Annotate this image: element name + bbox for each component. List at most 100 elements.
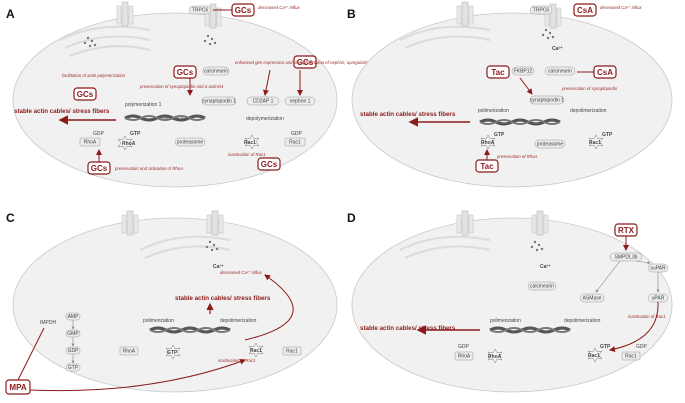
trpc6-node — [529, 5, 553, 15]
panel-a: A TRPC6 GCs decreased Ca²⁺ influx GCs ca… — [6, 1, 391, 188]
er-membrane — [69, 45, 151, 58]
gtp-label: GTP — [600, 344, 611, 350]
rac1-label: Rac1 — [625, 354, 637, 360]
proteasome-label: proteasome — [177, 140, 204, 146]
gtp-node — [65, 363, 81, 372]
drug-label: GCs — [261, 160, 278, 169]
fkbp12-label: FKBP12 — [514, 69, 533, 75]
annotation-rhoa: preservation of RhoA — [496, 154, 537, 159]
ca-label: Ca²⁺ — [540, 264, 551, 270]
drug-label: RTX — [618, 226, 635, 235]
ca-effect-annotation: decreased Ca²⁺ influx — [220, 270, 263, 275]
annotation-gene: enhanced gen expression and phosphorylat… — [235, 60, 391, 65]
cell-outline — [351, 217, 673, 393]
annotation-rac: inactivation of Rac1 — [218, 358, 256, 363]
gtp-label: GTP — [494, 132, 505, 138]
smpdl3b-label: SMPDL3b — [615, 255, 638, 261]
asmase-label: ASMase — [583, 296, 602, 302]
gdp-label: GDP — [636, 344, 648, 350]
gdp-label: GDP — [458, 344, 470, 350]
activation-arrow — [519, 77, 533, 95]
synaptopodin-node — [201, 96, 237, 106]
gtp-label: GTP — [130, 131, 141, 137]
synaptopodin-label: synaptopodin 1 — [202, 99, 236, 105]
depolymerization-label: depolimerization — [570, 108, 607, 114]
impdh-label: IMPDH — [40, 320, 57, 326]
drug-box-gcs — [73, 87, 97, 101]
panel-d: D Ca²⁺ calcineurin RTX SMPDL3b suPAR ASM… — [347, 210, 673, 393]
gtp-label: GTP — [167, 350, 178, 356]
annotation-preservation: preservation of synaptopodin and α-actin… — [139, 84, 224, 89]
rac1-label: Rac1 — [250, 348, 262, 354]
trpc6-label: TRPC6 — [192, 8, 209, 14]
drug-box-gcs — [173, 65, 197, 79]
drug-label: CsA — [597, 68, 613, 77]
panel-b: B TRPC6 CsA decreased Ca²⁺ influx Ca²⁺ T… — [347, 1, 673, 188]
proteasome-node — [534, 139, 566, 149]
calcineurin-node — [527, 281, 557, 291]
depolymerization-label: depolimerization — [220, 318, 257, 324]
rhoa-label: RhoA — [488, 354, 502, 360]
polymerization-label: polimerization — [490, 318, 521, 324]
panel-c: C Ca²⁺ decreased Ca²⁺ influx stable acti… — [5, 210, 338, 395]
rhoa-node — [454, 351, 474, 361]
drug-label: CsA — [577, 6, 593, 15]
panel-a-letter: A — [6, 7, 15, 21]
rac1-label: Rac1 — [588, 353, 600, 359]
drug-label: MPA — [9, 383, 26, 392]
rac1-label: Rac1 — [589, 140, 601, 146]
activation-arrow — [263, 69, 271, 96]
rhoa-label: RhoA — [84, 140, 97, 146]
polymerization-label: polimerization — [478, 108, 509, 114]
trpc6-node — [188, 5, 212, 15]
rac1-node — [621, 351, 641, 361]
proteasome-label: proteasome — [537, 142, 564, 148]
calcineurin-label: calcineurin — [530, 284, 554, 290]
gtp-label: GTP — [68, 365, 79, 371]
gdp-label: GDP — [93, 131, 105, 137]
fkbp12-node — [511, 66, 535, 76]
drug-box-csa — [573, 3, 597, 17]
cell-outline — [12, 217, 338, 393]
ca-label: Ca²⁺ — [213, 264, 224, 270]
annotation-rhoa: preservation and activation of RhoA — [114, 166, 183, 171]
rhoa-label: RhoA — [123, 349, 136, 355]
drug-label: Tac — [480, 162, 494, 171]
stable-actin-label: stable actin cables/ stress fibers — [14, 108, 110, 115]
depolymerization-label: depolimerization — [564, 318, 601, 324]
ca-effect-annotation: decreased Ca²⁺ influx — [600, 5, 643, 10]
drug-label: GCs — [177, 68, 194, 77]
rhoa-gtp-label: RhoA — [122, 141, 136, 147]
annotation-synaptopodin: preservation of synaptopodin — [561, 86, 618, 91]
rhoa-gdp-node — [79, 137, 101, 147]
annotation-rac: inactivation of Rac1 — [628, 314, 666, 319]
effect-arrow — [29, 358, 246, 392]
er-membrane — [64, 35, 151, 50]
ion-channel-icon — [121, 210, 139, 236]
gmp-label: GMP — [67, 331, 79, 337]
calcineurin-label: calcineurin — [204, 69, 228, 75]
calcineurin-label: calcineurin — [548, 69, 572, 75]
asmase-node — [579, 293, 605, 303]
er-membrane — [404, 35, 491, 50]
pathway-arrow — [595, 260, 621, 293]
nephrin-label: nephrin 1 — [290, 99, 311, 105]
effect-arrow — [609, 301, 659, 352]
drug-box-gcs — [293, 55, 317, 69]
synaptopodin-node — [529, 95, 565, 105]
stable-actin-label: stable actin cables/ stress fibers — [360, 325, 456, 332]
rac1-node — [282, 346, 302, 356]
amp-label: AMP — [68, 314, 80, 320]
drug-label: GCs — [77, 90, 94, 99]
drug-label: GCs — [297, 58, 314, 67]
trpc6-channel-icon — [456, 1, 474, 27]
inhibition-line — [17, 327, 45, 381]
er-membrane — [399, 235, 491, 251]
ion-channel-icon — [206, 210, 224, 236]
er-membrane — [139, 235, 231, 251]
annotation-facilitation: facilitation of actin polymerization — [62, 73, 126, 78]
polymerization-label: polymerization 1 — [125, 102, 162, 108]
rac1-label: Rac1 — [286, 349, 298, 355]
proteasome-node — [174, 137, 206, 147]
synaptopodin-label: synaptopodin 1 — [530, 98, 564, 104]
